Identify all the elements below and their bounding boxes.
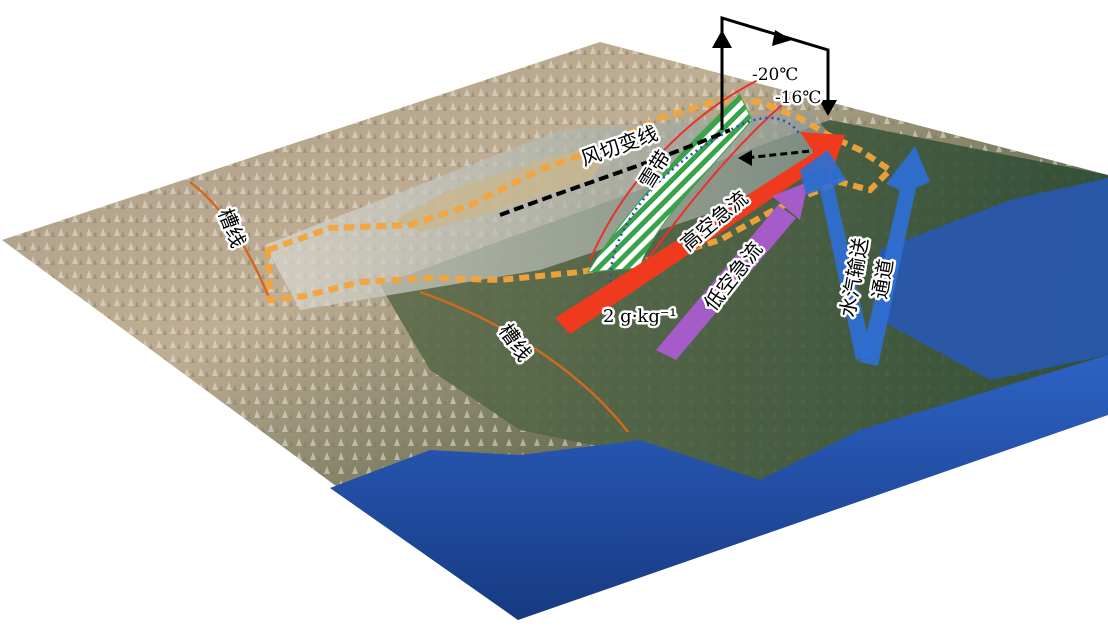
vertical-circulation bbox=[712, 15, 837, 166]
ocean-east bbox=[880, 178, 1108, 380]
trough-lines bbox=[189, 181, 629, 433]
moisture-channel-arrows bbox=[800, 146, 930, 366]
circulation-right-arrowhead bbox=[772, 30, 792, 46]
low-jet-arrow bbox=[656, 182, 808, 360]
low-jet-shaft bbox=[656, 205, 796, 360]
trough-line-bottom bbox=[419, 290, 629, 433]
isotherm-minus16 bbox=[639, 97, 791, 271]
humidity-contour bbox=[609, 116, 802, 301]
upper-jet-shaft bbox=[555, 150, 826, 334]
isotherm-minus16-label: -16℃ bbox=[775, 88, 821, 108]
return-flow-arrowhead bbox=[738, 150, 752, 166]
wind-shear-line bbox=[499, 128, 731, 217]
terrain-block bbox=[2, 42, 1108, 620]
return-flow-dashed bbox=[744, 148, 821, 160]
trough-line-left bbox=[189, 181, 272, 301]
downward-arrowhead bbox=[819, 100, 837, 116]
moisture-arrow-left bbox=[800, 150, 872, 360]
moisture-arrow-right bbox=[860, 146, 930, 366]
plateau-outline bbox=[264, 96, 895, 304]
ocean-bay-of-bengal bbox=[330, 355, 1108, 620]
circulation-up-arrowhead bbox=[712, 30, 732, 48]
humidity-label: 2 g·kg⁻¹ bbox=[603, 306, 677, 327]
isotherm-minus20-label: -20℃ bbox=[752, 65, 798, 85]
forest-region bbox=[380, 120, 1108, 480]
snow-belt-region bbox=[587, 94, 753, 273]
low-jet-head bbox=[772, 182, 808, 220]
